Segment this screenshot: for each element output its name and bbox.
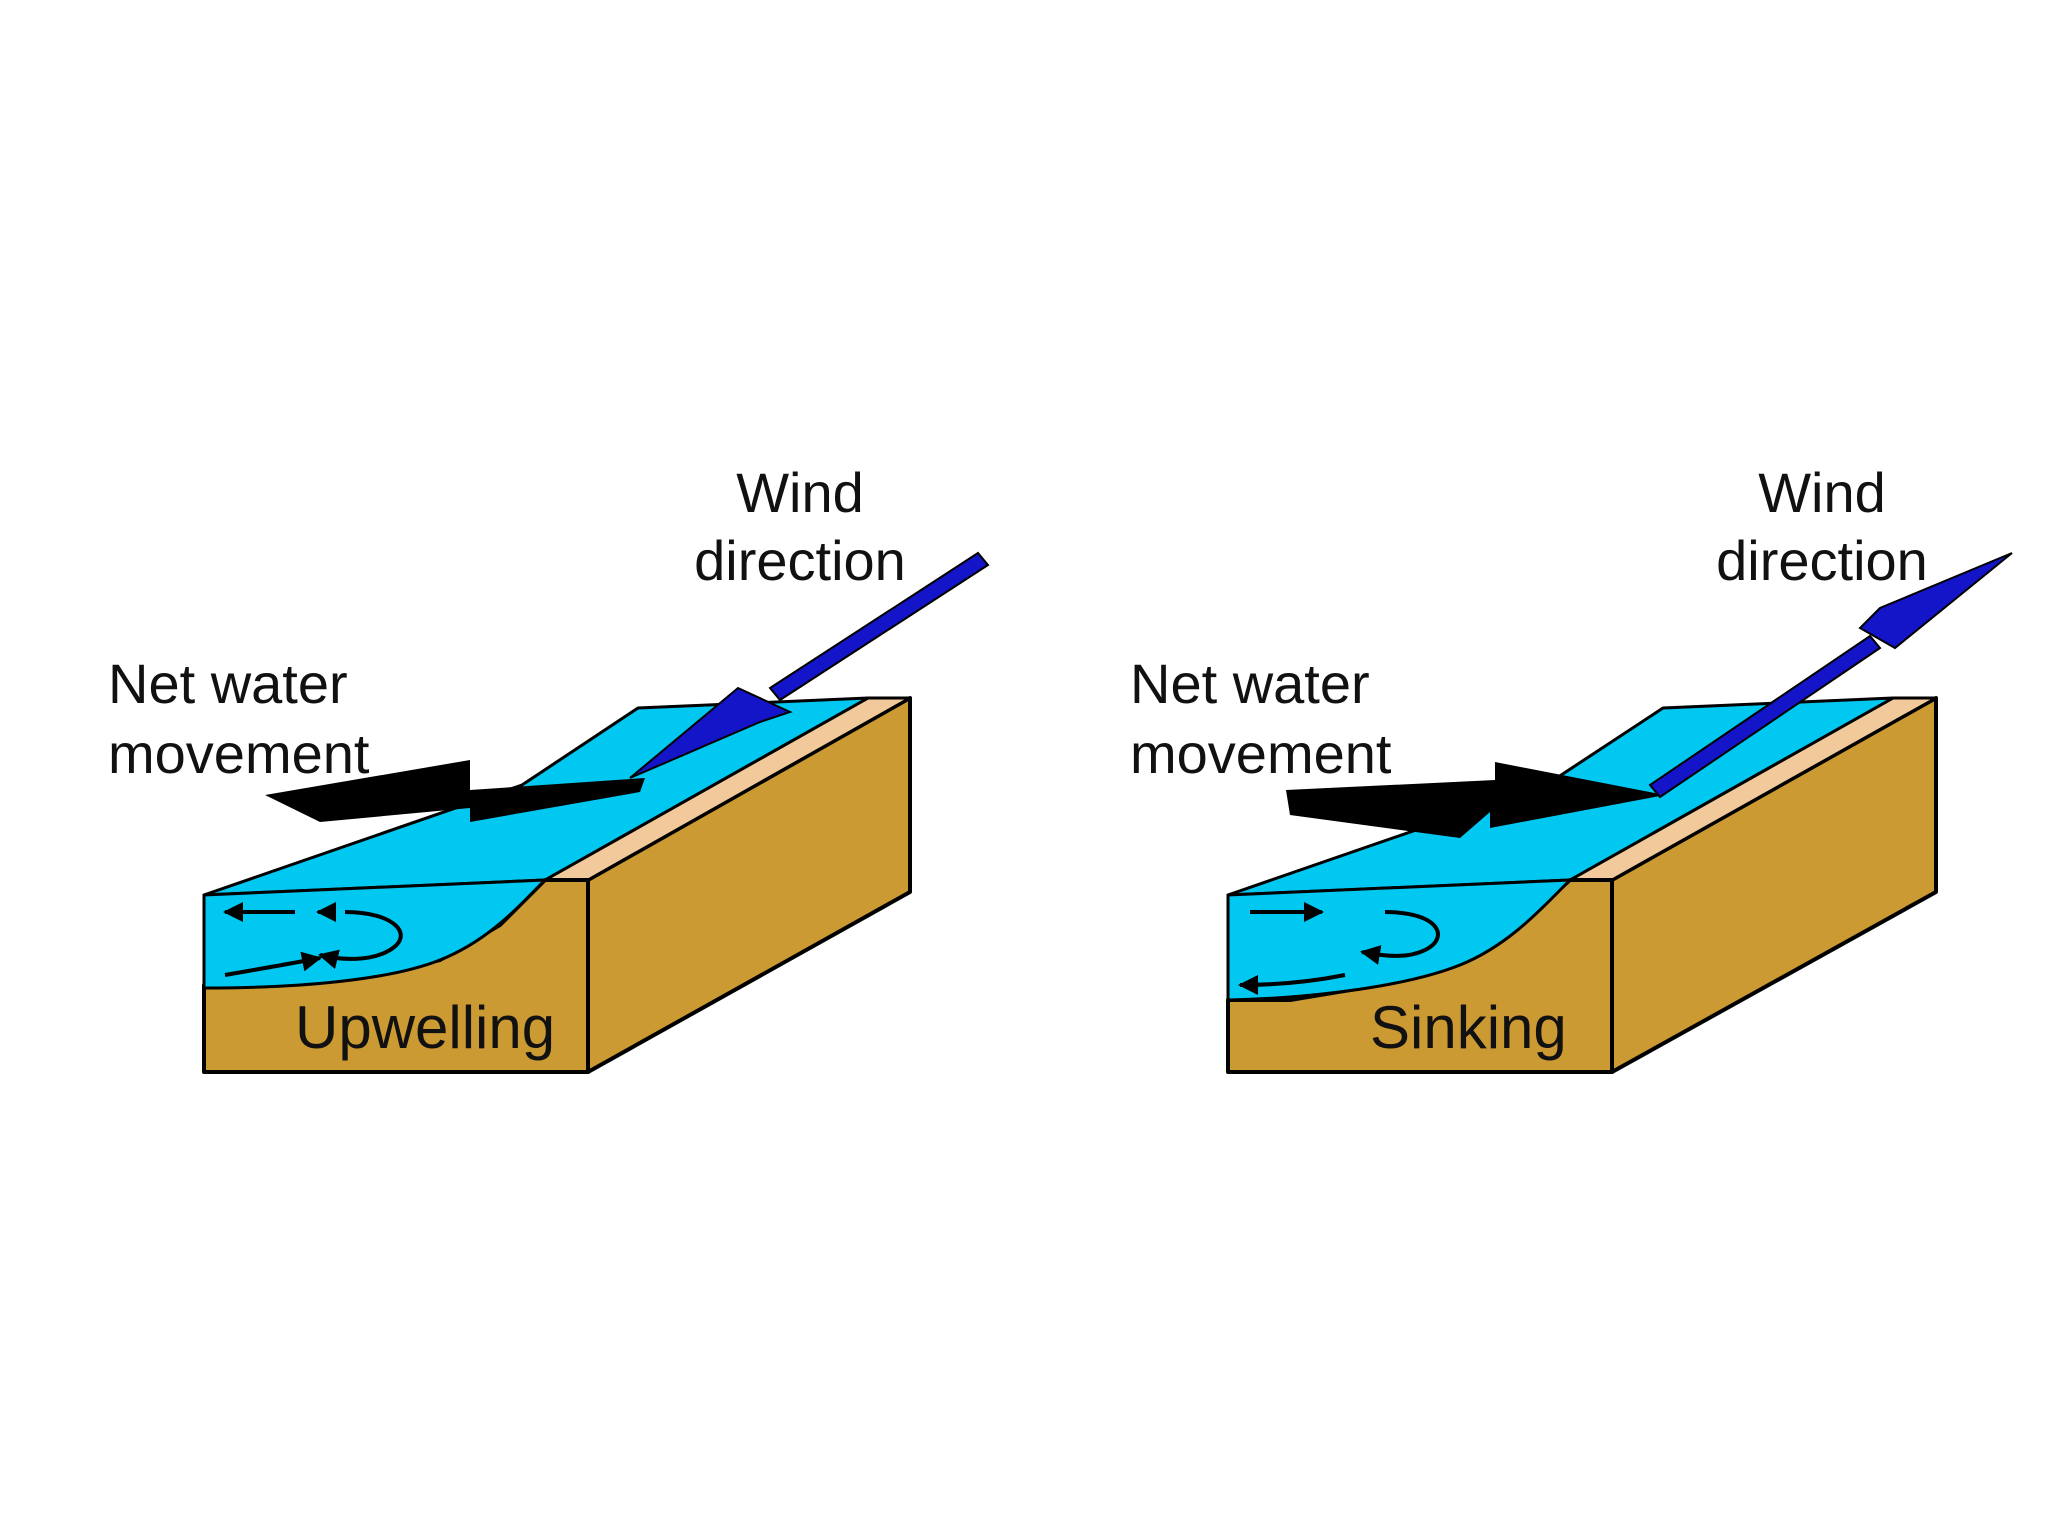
sinking-wind-arrow — [1648, 552, 2013, 799]
sinking-water-label-line2: movement — [1130, 722, 1392, 785]
sinking-process-label: Sinking — [1370, 994, 1567, 1061]
upwelling-net-water-arrow — [265, 760, 645, 822]
upwelling-wind-arrow — [629, 551, 990, 779]
sinking-panel: Wind direction Net water movement Sinkin… — [1130, 461, 2013, 1074]
sinking-wind-label-line2: direction — [1716, 529, 1928, 592]
upwelling-wind-label-line2: direction — [694, 529, 906, 592]
sinking-net-water-arrow — [1286, 762, 1665, 838]
upwelling-panel: Wind direction Net water movement Upwell… — [108, 461, 990, 1074]
sinking-wind-label-line1: Wind — [1758, 461, 1886, 524]
upwelling-wind-label-line1: Wind — [736, 461, 864, 524]
upwelling-water-label-line2: movement — [108, 722, 370, 785]
upwelling-process-label: Upwelling — [295, 994, 555, 1061]
upwelling-water-label-line1: Net water — [108, 652, 348, 715]
upwelling-front-water — [202, 878, 547, 990]
sinking-water-label-line1: Net water — [1130, 652, 1370, 715]
sinking-circulation-arrows — [1238, 902, 1440, 995]
upwelling-circulation-arrows — [223, 902, 403, 977]
